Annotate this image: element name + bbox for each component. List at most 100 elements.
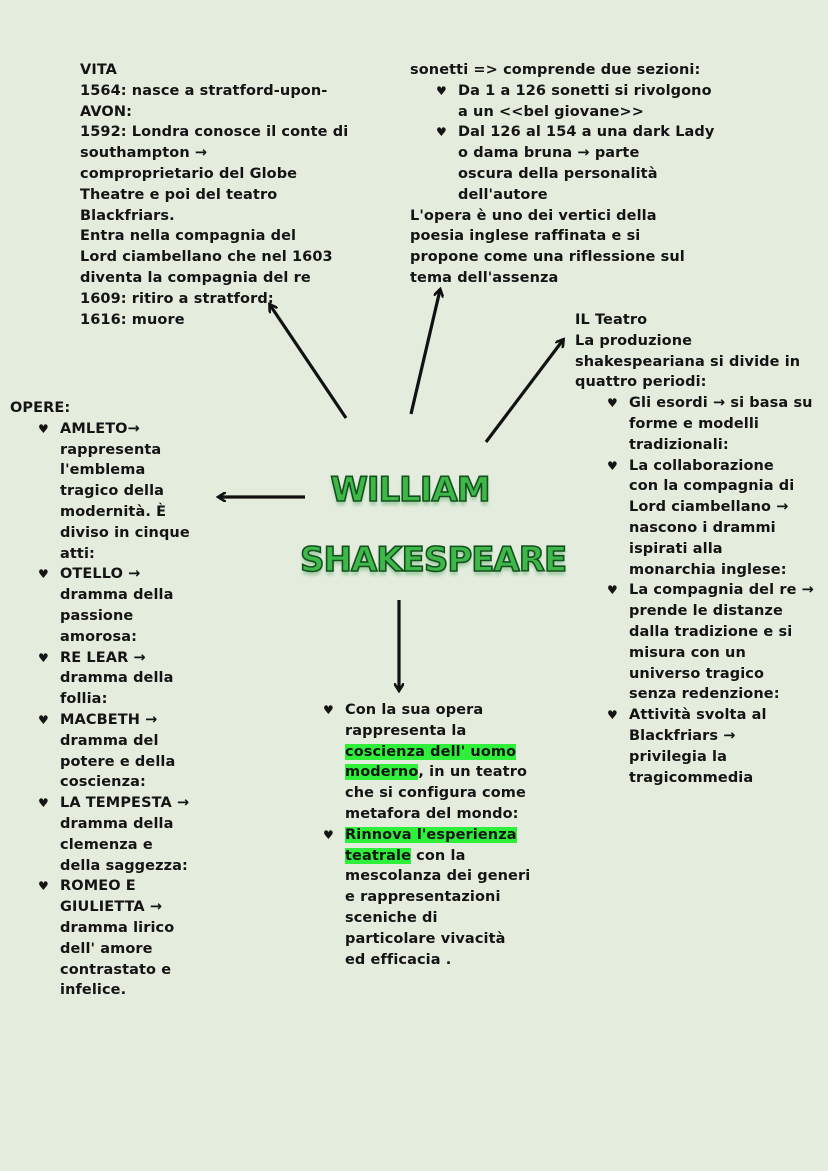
sonetti-intro: sonetti => comprende due sezioni: [410,62,701,78]
sonetti-after: propone come una riflessione sul [410,249,685,266]
list-item: ♥ OTELLO → dramma della passione amorosa… [38,564,190,647]
highlighted-text: moderno [345,764,419,781]
teatro-line: shakespeariana si divide in [575,353,801,370]
list-item: ♥ AMLETO→ rappresenta l'emblema tragico … [38,419,190,565]
item-line: follia: [60,691,108,708]
item-line: ispirati alla [629,540,723,557]
vita-line: Lord ciambellano che nel 1603 [80,249,333,266]
item-line: MACBETH → [60,711,158,728]
item-line: amorosa: [60,628,137,645]
item-line: prende le distanze [629,603,783,620]
item-line: diviso in cinque [60,524,190,541]
arrow-to-teatro [484,340,563,443]
heart-bullet-icon: ♥ [38,650,49,665]
heart-bullet-icon: ♥ [38,796,49,811]
item-line: contrastato e [60,961,172,978]
heart-bullet-icon: ♥ [38,879,49,894]
item-line: Con la sua opera [345,702,484,718]
item-line: dramma della [60,670,174,687]
item-line: atti: [60,545,95,562]
item-line: privilegia la [629,748,727,765]
vita-line: Blackfriars. [80,207,175,224]
heart-bullet-icon: ♥ [38,712,49,727]
item-line: rappresenta [60,441,162,458]
heart-bullet-icon: ♥ [323,827,334,842]
item-line: o dama bruna → parte [458,145,640,162]
vita-line: 1609: ritiro a stratford; [80,290,274,307]
vita-line: Theatre e poi del teatro [80,186,278,203]
vita-section: VITA 1564: nasce a stratford-upon- AVON:… [80,60,348,330]
item-line: GIULIETTA → [60,899,163,916]
item-text: , in un teatro [418,764,528,781]
item-line: RE LEAR → [60,649,146,666]
vita-line: AVON: [80,103,132,120]
heart-bullet-icon: ♥ [607,458,618,473]
item-line: dramma lirico [60,919,175,936]
item-line: modernità. È [60,503,167,520]
item-line: dramma della [60,587,174,604]
title-line-1: WILLIAM [330,469,492,511]
item-line: tragico della [60,483,165,500]
item-line: oscura della personalità [458,165,658,182]
item-line: infelice. [60,982,127,999]
list-item: ♥ Con la sua opera rappresenta la coscie… [323,700,530,825]
item-line: ed efficacia . [345,951,452,968]
item-line: AMLETO→ [60,420,140,437]
opere-list: ♥ AMLETO→ rappresenta l'emblema tragico … [10,419,190,1001]
list-item: ♥ MACBETH → dramma del potere e della co… [38,710,190,793]
arrow-to-sonetti [409,290,440,415]
heart-bullet-icon: ♥ [607,396,618,411]
teatro-line: IL Teatro [575,312,648,328]
item-line: teatrale con la [345,846,530,867]
item-line: Dal 126 al 154 a una dark Lady [458,124,715,141]
item-line: universo tragico [629,665,765,682]
heart-bullet-icon: ♥ [436,125,447,140]
item-line: senza redenzione: [629,686,780,703]
opere-section: OPERE: ♥ AMLETO→ rappresenta l'emblema t… [10,398,190,1001]
list-item: ♥ Da 1 a 126 sonetti si rivolgono a un <… [436,81,714,123]
item-line: tragicommedia [629,769,754,786]
item-line: nascono i drammi [629,519,776,536]
item-line: rappresenta la [345,722,467,739]
item-line: mescolanza dei generi [345,868,531,885]
opere-heading: OPERE: [10,400,71,416]
heart-bullet-icon: ♥ [323,703,334,717]
heart-bullet-icon: ♥ [436,83,447,98]
item-line: dramma della [60,815,174,832]
list-item: ♥ ROMEO E GIULIETTA → dramma lirico dell… [38,876,190,1001]
item-line: che si configura come [345,785,526,802]
item-line: tradizionali: [629,436,729,453]
sonetti-after: tema dell'assenza [410,269,559,286]
vita-line: 1592: Londra conosce il conte di [80,124,349,141]
arrow-to-vita [270,305,348,419]
heart-bullet-icon: ♥ [607,583,618,598]
teatro-list: ♥ Gli esordi → si basa su forme e modell… [575,393,814,788]
item-line: moderno, in un teatro [345,762,530,783]
vita-line: 1616: muore [80,311,185,328]
item-text: con la [411,847,466,864]
item-line: Gli esordi → si basa su [629,395,813,412]
heart-bullet-icon: ♥ [607,708,618,723]
opera-list: ♥ Con la sua opera rappresenta la coscie… [323,700,530,970]
item-line: monarchia inglese: [629,561,787,578]
list-item: ♥ RE LEAR → dramma della follia: [38,648,190,710]
item-line: particolare vivacità [345,930,506,947]
item-line: misura con un [629,644,746,661]
opera-section: ♥ Con la sua opera rappresenta la coscie… [323,700,530,970]
list-item: ♥ La compagnia del re → prende le distan… [607,580,814,705]
item-line: l'emblema [60,462,146,479]
item-line: Lord ciambellano → [629,499,789,516]
item-line: dell'autore [458,186,548,203]
item-line: con la compagnia di [629,478,795,495]
item-line: Attività svolta al [629,707,767,724]
highlighted-text: Rinnova l'esperienza [345,826,517,843]
item-line: dell' amore [60,940,153,957]
heart-bullet-icon: ♥ [38,567,49,582]
list-item: ♥ Attività svolta al Blackfriars → privi… [607,705,814,788]
vita-line: diventa la compagnia del re [80,269,311,286]
item-line: LA TEMPESTA → [60,795,190,812]
sonetti-after: L'opera è uno dei vertici della [410,207,657,224]
item-line: La collaborazione [629,457,774,474]
item-line: coscienza dell' uomo [345,742,530,763]
